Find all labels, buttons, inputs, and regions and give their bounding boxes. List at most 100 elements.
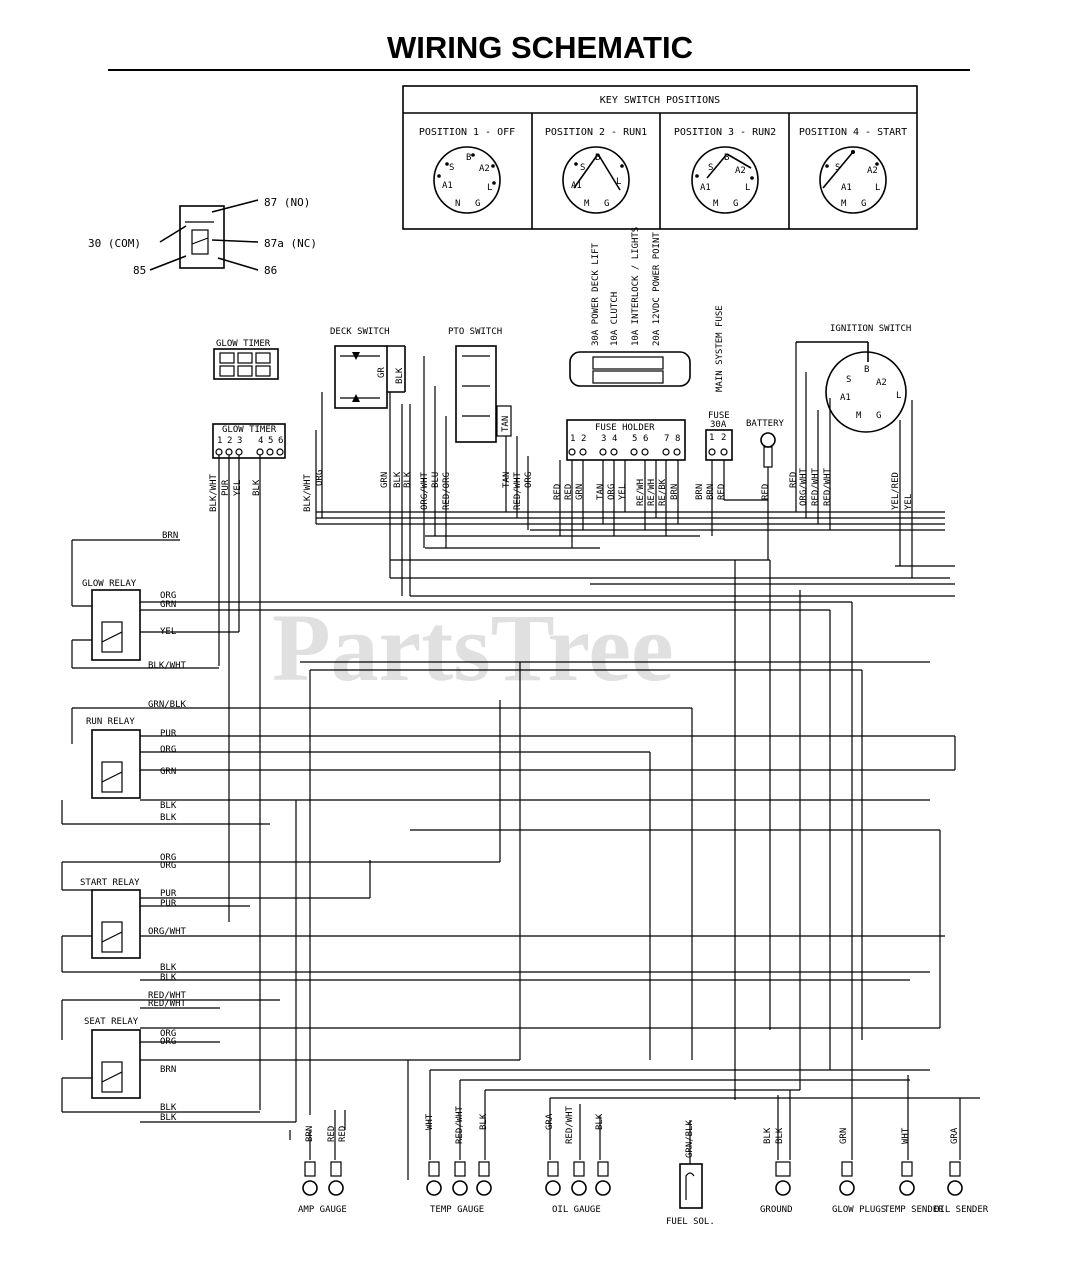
svg-text:BLK: BLK — [160, 801, 177, 811]
bottom-wire-labels: BRN RED RED WHT RED/WHT BLK GRA RED/WHT … — [305, 1105, 960, 1158]
svg-text:RED/WHT: RED/WHT — [148, 999, 187, 1009]
svg-text:M: M — [584, 199, 590, 209]
svg-text:AMP GAUGE: AMP GAUGE — [298, 1205, 347, 1215]
svg-text:RED/WHT: RED/WHT — [148, 991, 187, 1001]
svg-text:BLK/WHT: BLK/WHT — [303, 473, 313, 512]
svg-text:RED: RED — [789, 472, 799, 488]
svg-text:BLK: BLK — [775, 1127, 785, 1144]
svg-text:ORG: ORG — [160, 853, 176, 863]
svg-text:3: 3 — [237, 436, 242, 446]
svg-text:YEL: YEL — [618, 484, 628, 500]
svg-text:L: L — [487, 183, 492, 193]
svg-text:BLK: BLK — [160, 973, 177, 983]
svg-text:WHT: WHT — [425, 1113, 435, 1130]
svg-text:TEMP GAUGE: TEMP GAUGE — [430, 1205, 484, 1215]
svg-text:BLK: BLK — [763, 1127, 773, 1144]
svg-text:BRN: BRN — [160, 1065, 176, 1075]
svg-text:M: M — [841, 199, 847, 209]
svg-text:S: S — [449, 163, 454, 173]
svg-text:TAN: TAN — [501, 416, 511, 432]
svg-text:GRN/BLK: GRN/BLK — [685, 1119, 695, 1158]
svg-text:FUSE: FUSE — [708, 411, 730, 421]
svg-text:BLK: BLK — [160, 813, 177, 823]
fuse-label-clutch: 10A CLUTCH — [610, 292, 620, 346]
fuse-box: 30A POWER DECK LIFT 10A CLUTCH 10A INTER… — [569, 227, 725, 392]
svg-text:PTO SWITCH: PTO SWITCH — [448, 327, 502, 337]
svg-text:4: 4 — [612, 434, 617, 444]
svg-text:BRN: BRN — [695, 484, 705, 500]
ground-terminal: GROUND — [760, 1161, 793, 1215]
svg-text:A2: A2 — [867, 166, 878, 176]
svg-text:SEAT RELAY: SEAT RELAY — [84, 1017, 139, 1027]
svg-text:ORG: ORG — [315, 470, 325, 486]
svg-text:7: 7 — [664, 434, 669, 444]
svg-text:BRN: BRN — [670, 484, 680, 500]
svg-text:1: 1 — [217, 436, 222, 446]
svg-text:GRN: GRN — [160, 600, 176, 610]
wire-harness — [61, 342, 980, 1180]
svg-text:A1: A1 — [700, 183, 711, 193]
svg-text:BLK: BLK — [160, 963, 177, 973]
pto-switch: PTO SWITCH TAN — [448, 327, 512, 443]
svg-text:ORG/WHT: ORG/WHT — [420, 471, 430, 510]
svg-text:GLOW TIMER: GLOW TIMER — [216, 339, 271, 349]
watermark: PartsTree — [272, 594, 674, 701]
glow-plugs: GLOW PLUGS — [832, 1161, 886, 1215]
svg-text:L: L — [896, 391, 901, 401]
battery: BATTERY — [746, 419, 785, 468]
svg-text:1: 1 — [570, 434, 575, 444]
svg-text:A1: A1 — [442, 181, 453, 191]
main-system-fuse-label: MAIN SYSTEM FUSE — [715, 305, 725, 392]
svg-text:BLK: BLK — [395, 367, 405, 384]
svg-text:OIL GAUGE: OIL GAUGE — [552, 1205, 601, 1215]
amp-gauge: AMP GAUGE — [298, 1161, 347, 1215]
svg-text:BRN: BRN — [162, 531, 178, 541]
svg-text:S: S — [846, 375, 851, 385]
svg-text:ORG: ORG — [160, 745, 176, 755]
svg-text:ORG: ORG — [160, 1029, 176, 1039]
svg-text:1: 1 — [709, 433, 714, 443]
svg-text:L: L — [745, 183, 750, 193]
svg-text:GRA: GRA — [545, 1113, 555, 1130]
svg-text:ORG: ORG — [524, 472, 534, 488]
deck-switch: DECK SWITCH GR BLK — [330, 327, 406, 409]
svg-text:RE/WH: RE/WH — [647, 479, 657, 506]
svg-text:4: 4 — [258, 436, 263, 446]
svg-text:RED/WHT: RED/WHT — [565, 1105, 575, 1144]
svg-text:BRN: BRN — [305, 1126, 315, 1142]
svg-text:ORG: ORG — [607, 484, 617, 500]
svg-text:L: L — [616, 177, 621, 187]
svg-text:DECK SWITCH: DECK SWITCH — [330, 327, 390, 337]
svg-text:B: B — [466, 153, 471, 163]
svg-text:TEMP SENDER: TEMP SENDER — [884, 1205, 944, 1215]
top-wire-labels: BLK/WHT PUR YEL BLK BLK/WHT ORG GRN BLK … — [209, 467, 914, 512]
page-title: WIRING SCHEMATIC — [387, 30, 693, 65]
svg-text:BLK: BLK — [160, 1113, 177, 1123]
svg-text:ORG/WHT: ORG/WHT — [148, 927, 187, 937]
svg-text:RED/ORG: RED/ORG — [442, 472, 452, 510]
svg-text:RED: RED — [564, 484, 574, 500]
legend-30-com: 30 (COM) — [88, 237, 141, 250]
svg-text:S: S — [835, 163, 840, 173]
svg-text:PUR: PUR — [160, 889, 177, 899]
svg-text:RED/WHT: RED/WHT — [823, 467, 833, 506]
svg-text:YEL: YEL — [904, 494, 914, 510]
svg-text:G: G — [604, 199, 609, 209]
svg-text:BLK: BLK — [595, 1113, 605, 1130]
svg-text:RE/BK: RE/BK — [658, 478, 668, 506]
legend-87-no: 87 (NO) — [264, 196, 310, 209]
svg-text:S: S — [708, 163, 713, 173]
svg-text:PUR: PUR — [221, 479, 231, 496]
svg-text:A1: A1 — [841, 183, 852, 193]
svg-text:RED: RED — [338, 1126, 348, 1142]
svg-text:B: B — [724, 153, 729, 163]
key-switch-heading: KEY SWITCH POSITIONS — [600, 95, 720, 106]
svg-text:PUR: PUR — [160, 899, 177, 909]
key-switch-dial-4: S A2 A1 L M G — [819, 146, 887, 214]
svg-text:TAN: TAN — [596, 484, 606, 500]
svg-text:GRN/BLK: GRN/BLK — [148, 700, 187, 710]
svg-text:RED/WHT: RED/WHT — [455, 1105, 465, 1144]
legend-87a-nc: 87a (NC) — [264, 237, 317, 250]
glow-timer-block: GLOW TIMER 1 2 3 4 5 6 — [212, 423, 286, 459]
svg-text:ORG: ORG — [160, 591, 176, 601]
